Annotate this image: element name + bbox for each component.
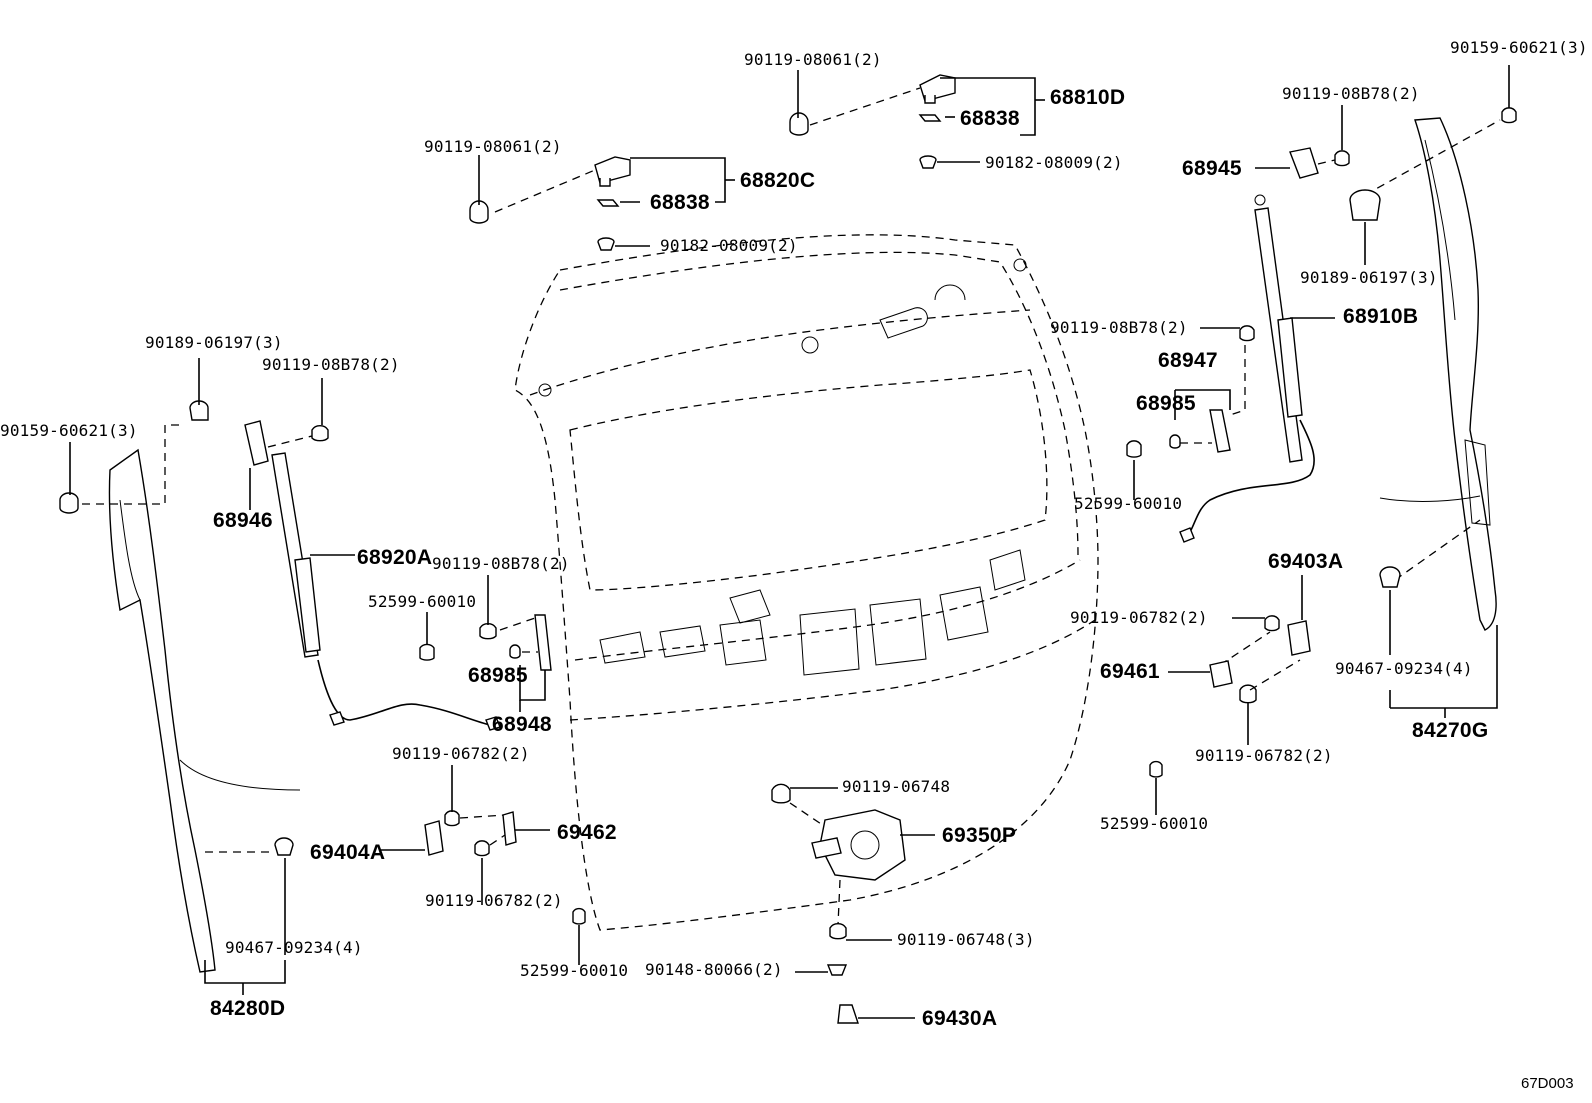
- label-90182-08009-b: 90182-08009(2): [660, 236, 798, 255]
- label-90119-06782-a: 90119-06782(2): [1070, 608, 1208, 627]
- label-69350P: 69350P: [942, 824, 1017, 847]
- label-52599-60010-a: 52599-60010: [1074, 494, 1183, 513]
- label-52599-60010-d: 52599-60010: [1100, 814, 1209, 833]
- label-90148-80066: 90148-80066(2): [645, 960, 783, 979]
- label-90182-08009-a: 90182-08009(2): [985, 153, 1123, 172]
- back-door-outline: [514, 234, 1099, 931]
- label-90467-09234-r: 90467-09234(4): [1335, 659, 1473, 678]
- label-69404A: 69404A: [310, 841, 386, 864]
- bumper-52599-a: [1126, 440, 1142, 458]
- label-90119-08B78-c: 90119-08B78(2): [1050, 318, 1188, 337]
- label-68810D: 68810D: [1050, 86, 1126, 109]
- lock-69404A: [380, 765, 586, 965]
- label-90159-60621-r: 90159-60621(3): [1450, 38, 1588, 57]
- label-90467-09234-l: 90467-09234(4): [225, 938, 363, 957]
- label-68945: 68945: [1182, 157, 1242, 180]
- label-68838-a: 68838: [960, 107, 1020, 130]
- label-90189-06197-l: 90189-06197(3): [145, 333, 283, 352]
- label-90119-06782-c: 90119-06782(2): [392, 744, 530, 763]
- label-68910B: 68910B: [1343, 305, 1419, 328]
- hinge-68820C: [469, 155, 735, 251]
- label-68985-l: 68985: [468, 664, 528, 687]
- label-90119-08061-b: 90119-08061(2): [424, 137, 562, 156]
- label-90189-06197-r: 90189-06197(3): [1300, 268, 1438, 287]
- label-68838-b: 68838: [650, 191, 710, 214]
- label-90119-08061-a: 90119-08061(2): [744, 50, 882, 69]
- label-68920A: 68920A: [357, 546, 433, 569]
- label-68985-r: 68985: [1136, 392, 1196, 415]
- hinge-68810D: [789, 70, 1045, 169]
- label-52599-60010-c: 52599-60010: [520, 961, 629, 980]
- stay-68920A: [244, 378, 501, 731]
- label-68946: 68946: [213, 509, 273, 532]
- label-90119-06782-b: 90119-06782(2): [1195, 746, 1333, 765]
- label-84280D: 84280D: [210, 997, 286, 1020]
- label-90119-08B78-m: 90119-08B78(2): [432, 554, 570, 573]
- bracket-68947: [1169, 325, 1255, 453]
- label-68820C: 68820C: [740, 169, 816, 192]
- label-90119-06782-d: 90119-06782(2): [425, 891, 563, 910]
- label-69430A: 69430A: [922, 1007, 998, 1030]
- garnish-84280D: [59, 358, 301, 995]
- label-90119-06748: 90119-06748: [842, 777, 951, 796]
- label-69462: 69462: [557, 821, 617, 844]
- label-52599-60010-b: 52599-60010: [368, 592, 477, 611]
- label-90119-08B78-r: 90119-08B78(2): [1282, 84, 1420, 103]
- stay-68910B: [1179, 105, 1350, 543]
- label-68948: 68948: [492, 713, 552, 736]
- label-69461: 69461: [1100, 660, 1160, 683]
- bumper-52599-d: [1149, 760, 1163, 778]
- diagram-code: 67D003: [1521, 1075, 1574, 1092]
- garnish-84270G: [1349, 65, 1517, 718]
- bracket-68948: [419, 575, 552, 712]
- striker-69403A: [1168, 575, 1311, 745]
- label-84270G: 84270G: [1412, 719, 1489, 742]
- label-68947: 68947: [1158, 349, 1218, 372]
- lock-69350P: [771, 783, 935, 1024]
- label-90119-08B78-l: 90119-08B78(2): [262, 355, 400, 374]
- label-90159-60621-l: 90159-60621(3): [0, 421, 138, 440]
- label-90119-06748-3: 90119-06748(3): [897, 930, 1035, 949]
- label-69403A: 69403A: [1268, 550, 1344, 573]
